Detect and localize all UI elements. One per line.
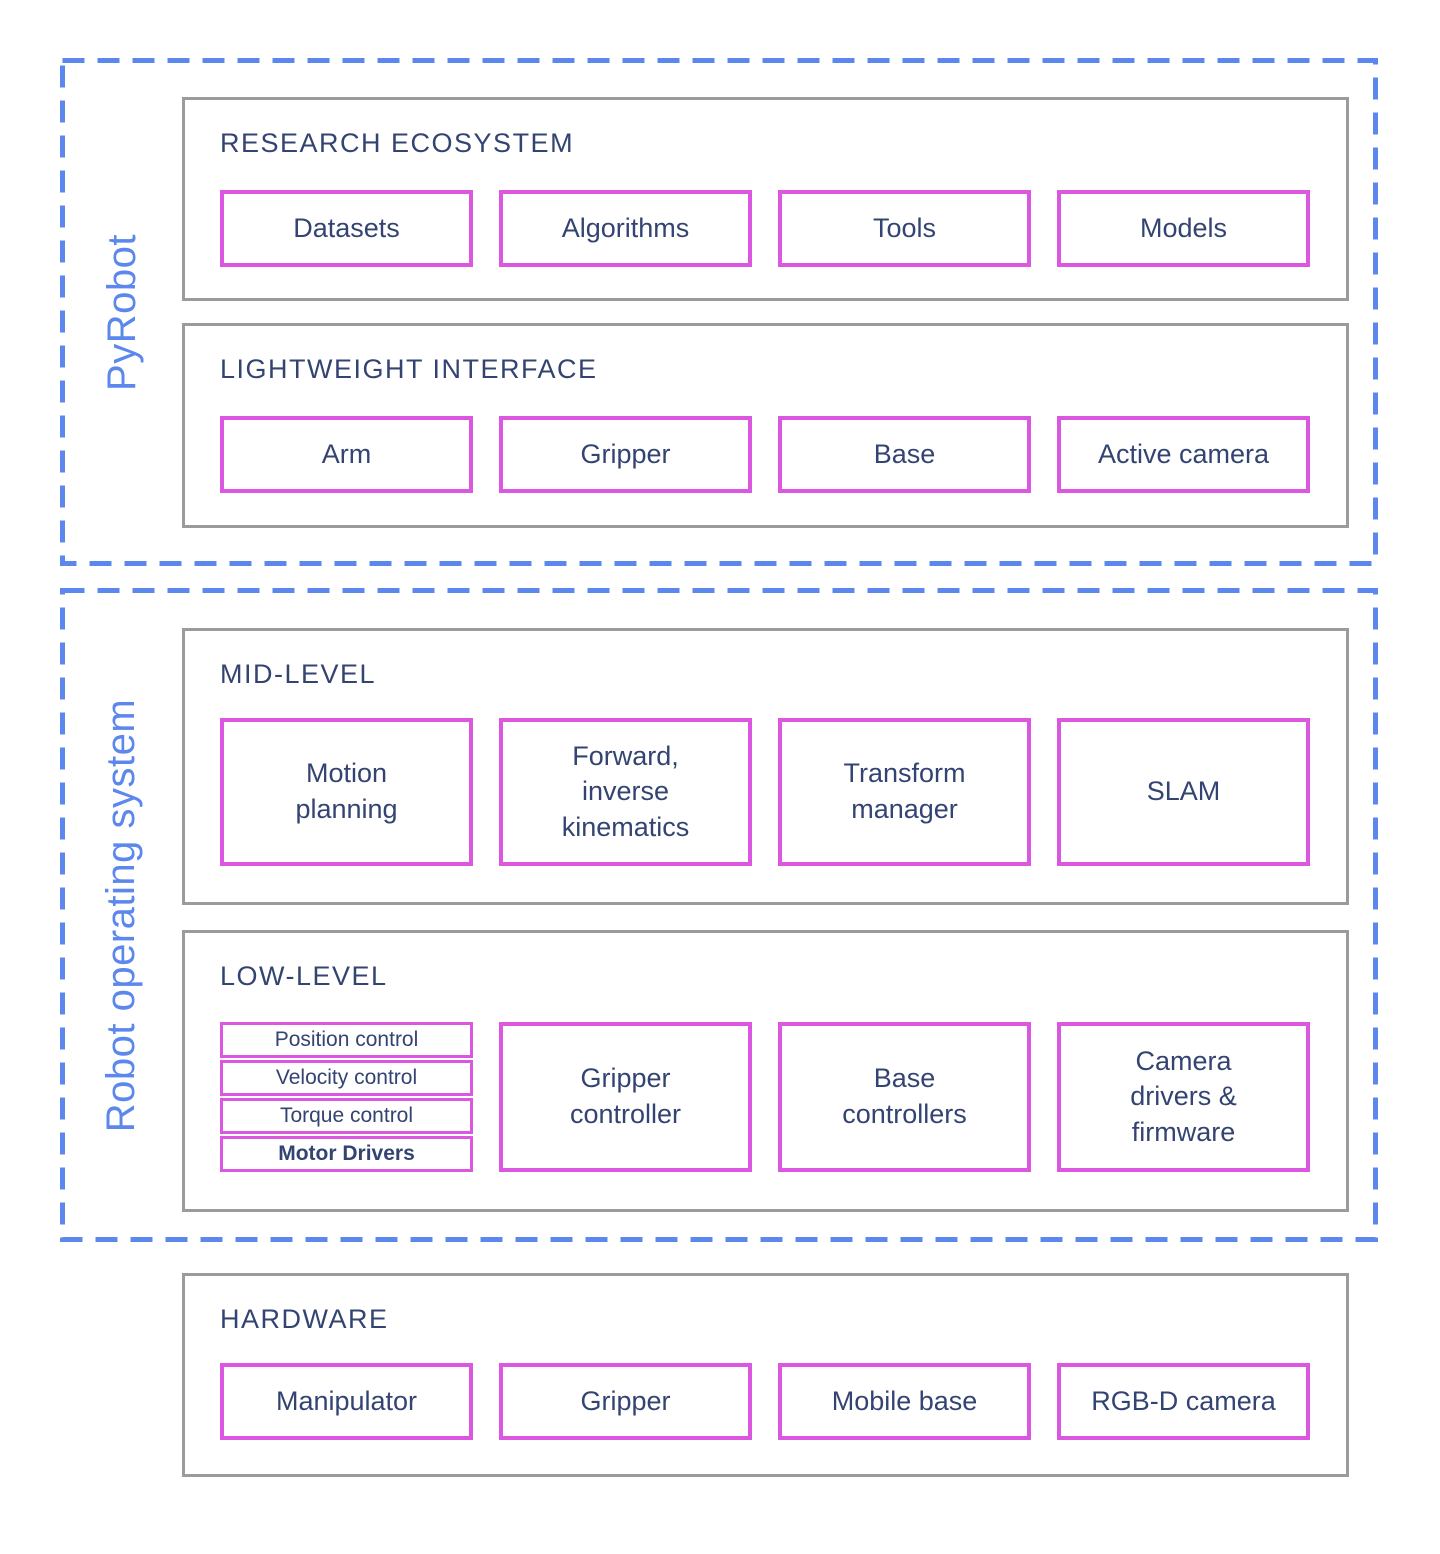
hardware-row: Manipulator Gripper Mobile base RGB-D ca… bbox=[220, 1363, 1310, 1440]
forward-inverse-kinematics-box-label: Forward, inverse kinematics bbox=[561, 740, 690, 842]
torque-control-box: Torque control bbox=[220, 1098, 473, 1134]
models-box-label: Models bbox=[1139, 212, 1228, 243]
pyrobot-group-label: PyRobot bbox=[99, 233, 144, 391]
datasets-box-label: Datasets bbox=[293, 212, 400, 243]
manipulator-box: Manipulator bbox=[220, 1363, 473, 1440]
low-level-panel: LOW-LEVEL Position control Velocity cont… bbox=[182, 930, 1349, 1212]
robot-operating-system-label: Robot operating system bbox=[99, 698, 144, 1132]
rgbd-camera-box: RGB-D camera bbox=[1057, 1363, 1310, 1440]
algorithms-box-label: Algorithms bbox=[561, 212, 690, 243]
research-ecosystem-panel: RESEARCH ECOSYSTEM Datasets Algorithms T… bbox=[182, 97, 1349, 301]
base-box: Base bbox=[778, 416, 1031, 493]
mid-level-panel: MID-LEVEL Motion planning Forward, inver… bbox=[182, 628, 1349, 905]
gripper-box-label: Gripper bbox=[580, 438, 671, 469]
lightweight-interface-row: Arm Gripper Base Active camera bbox=[220, 416, 1310, 493]
manipulator-box-label: Manipulator bbox=[275, 1385, 418, 1416]
motor-drivers-box: Motor Drivers bbox=[220, 1136, 473, 1172]
research-ecosystem-title: RESEARCH ECOSYSTEM bbox=[220, 128, 575, 158]
camera-drivers-firmware-box-label: Camera drivers & firmware bbox=[1130, 1045, 1237, 1147]
motion-planning-box: Motion planning bbox=[220, 718, 473, 866]
pyrobot-group: PyRobot RESEARCH ECOSYSTEM Datasets Algo… bbox=[60, 58, 1378, 566]
motor-drivers-box-label: Motor Drivers bbox=[278, 1142, 415, 1165]
slam-box-label: SLAM bbox=[1146, 776, 1221, 807]
torque-control-box-label: Torque control bbox=[279, 1104, 414, 1127]
gripper-controller-box-label: Gripper controller bbox=[569, 1063, 682, 1129]
velocity-control-box-label: Velocity control bbox=[275, 1066, 418, 1089]
camera-drivers-firmware-box: Camera drivers & firmware bbox=[1057, 1022, 1310, 1172]
arm-box-label: Arm bbox=[321, 438, 372, 469]
robot-operating-system-group: Robot operating system MID-LEVEL Motion … bbox=[60, 588, 1378, 1242]
transform-manager-box-label: Transform manager bbox=[843, 758, 966, 824]
lightweight-interface-title: LIGHTWEIGHT INTERFACE bbox=[220, 354, 598, 384]
low-level-title: LOW-LEVEL bbox=[220, 961, 388, 991]
robot-operating-system-label-column: Robot operating system bbox=[60, 588, 184, 1242]
position-control-box: Position control bbox=[220, 1022, 473, 1058]
datasets-box: Datasets bbox=[220, 190, 473, 267]
base-box-label: Base bbox=[873, 438, 936, 469]
slam-box: SLAM bbox=[1057, 718, 1310, 866]
gripper-box: Gripper bbox=[499, 416, 752, 493]
position-control-box-label: Position control bbox=[274, 1028, 419, 1051]
velocity-control-box: Velocity control bbox=[220, 1060, 473, 1096]
tools-box-label: Tools bbox=[872, 212, 937, 243]
base-controllers-box: Base controllers bbox=[778, 1022, 1031, 1172]
tools-box: Tools bbox=[778, 190, 1031, 267]
arm-box: Arm bbox=[220, 416, 473, 493]
active-camera-box: Active camera bbox=[1057, 416, 1310, 493]
transform-manager-box: Transform manager bbox=[778, 718, 1031, 866]
hardware-gripper-box-label: Gripper bbox=[580, 1385, 671, 1416]
active-camera-box-label: Active camera bbox=[1097, 438, 1270, 469]
low-level-row: Position control Velocity control Torque… bbox=[220, 1022, 1310, 1172]
hardware-title: HARDWARE bbox=[220, 1304, 389, 1334]
forward-inverse-kinematics-box: Forward, inverse kinematics bbox=[499, 718, 752, 866]
hardware-gripper-box: Gripper bbox=[499, 1363, 752, 1440]
pyrobot-group-label-column: PyRobot bbox=[60, 58, 184, 566]
lightweight-interface-panel: LIGHTWEIGHT INTERFACE Arm Gripper Base A… bbox=[182, 323, 1349, 528]
mid-level-title: MID-LEVEL bbox=[220, 659, 377, 689]
research-ecosystem-row: Datasets Algorithms Tools Models bbox=[220, 190, 1310, 267]
hardware-panel: HARDWARE Manipulator Gripper Mobile base… bbox=[182, 1273, 1349, 1477]
mid-level-row: Motion planning Forward, inverse kinemat… bbox=[220, 718, 1310, 866]
motion-planning-box-label: Motion planning bbox=[295, 758, 398, 824]
motor-control-stack: Position control Velocity control Torque… bbox=[220, 1022, 473, 1172]
gripper-controller-box: Gripper controller bbox=[499, 1022, 752, 1172]
algorithms-box: Algorithms bbox=[499, 190, 752, 267]
rgbd-camera-box-label: RGB-D camera bbox=[1091, 1385, 1276, 1416]
mobile-base-box: Mobile base bbox=[778, 1363, 1031, 1440]
mobile-base-box-label: Mobile base bbox=[831, 1385, 978, 1416]
base-controllers-box-label: Base controllers bbox=[842, 1063, 967, 1129]
models-box: Models bbox=[1057, 190, 1310, 267]
